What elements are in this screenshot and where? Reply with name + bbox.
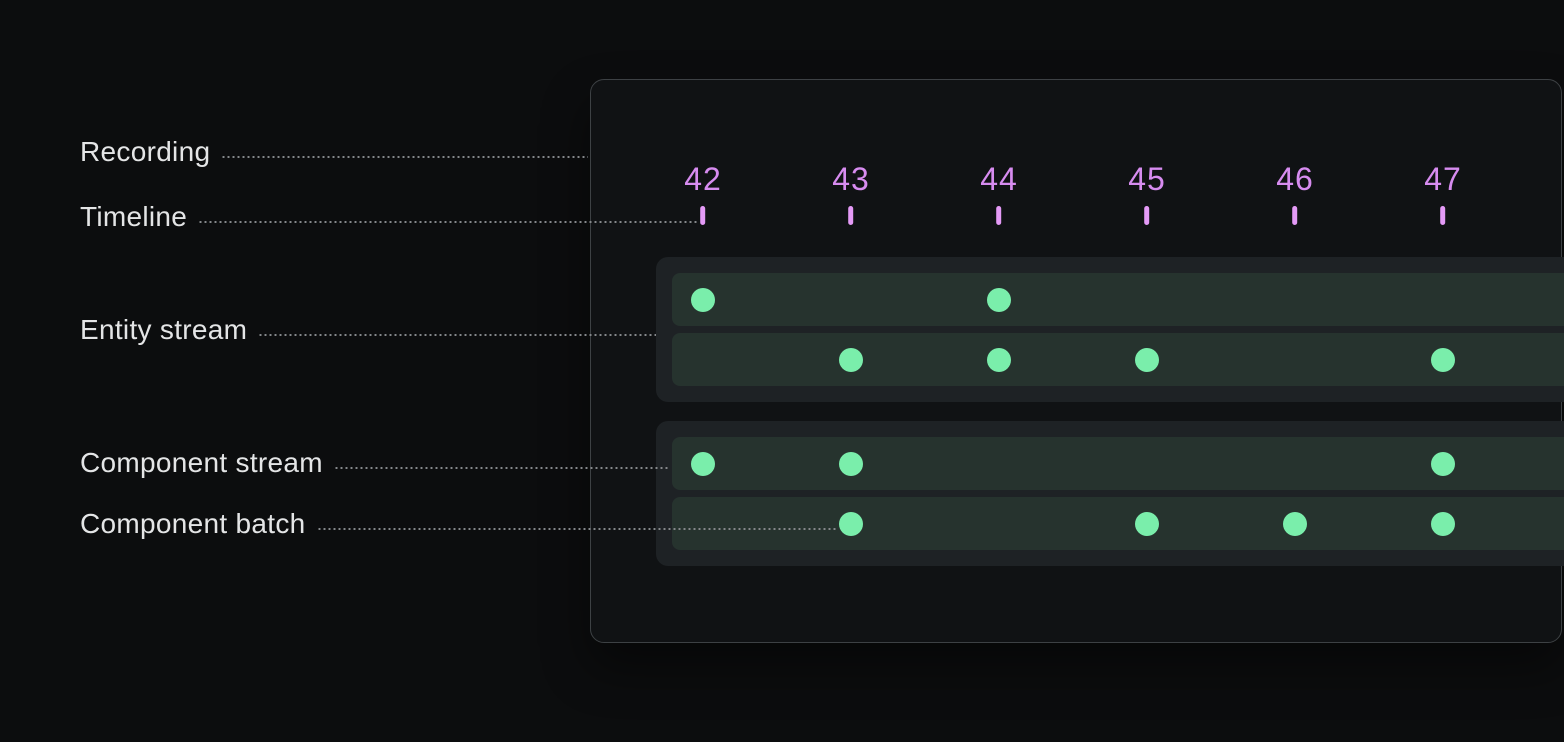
component-batch-dot-43 <box>839 347 863 372</box>
timeline-tick-label: 45 <box>1128 161 1166 197</box>
annotation-label-component-batch: Component batch <box>80 508 306 539</box>
timeline-tick-mark-icon <box>1292 206 1298 225</box>
component-stream-row-1 <box>672 437 1564 490</box>
timeline-tick-mark-icon <box>1144 206 1150 225</box>
component-batch-dot-46 <box>1283 511 1307 536</box>
annotation-entity-stream: Entity stream <box>80 312 656 348</box>
annotation-timeline: Timeline <box>80 199 697 235</box>
annotation-label-recording: Recording <box>80 136 211 167</box>
leader-line <box>221 156 588 158</box>
leader-line <box>198 221 697 223</box>
annotation-label-entity-stream: Entity stream <box>80 314 248 345</box>
timeline-tick-46: 46 <box>1276 162 1314 225</box>
component-stream-row-1 <box>672 273 1564 326</box>
timeline-tick-47: 47 <box>1424 162 1462 225</box>
component-stream-row-2 <box>672 497 1564 550</box>
timeline-tick-43: 43 <box>832 162 870 225</box>
timeline-tick-label: 47 <box>1424 161 1462 197</box>
annotation-recording: Recording <box>80 134 588 170</box>
component-batch-dot-44 <box>987 347 1011 372</box>
timeline-tick-42: 42 <box>684 162 722 225</box>
component-batch-dot-43 <box>839 511 863 536</box>
component-batch-dot-47 <box>1431 451 1455 476</box>
leader-line <box>316 528 838 530</box>
entity-stream-group-2 <box>656 421 1564 566</box>
component-stream-row-2 <box>672 333 1564 386</box>
component-batch-dot-43 <box>839 451 863 476</box>
annotation-component-batch: Component batch <box>80 506 838 542</box>
component-batch-dot-42 <box>691 287 715 312</box>
timeline-tick-mark-icon <box>700 206 706 225</box>
timeline-tick-label: 42 <box>684 161 722 197</box>
timeline-tick-44: 44 <box>980 162 1018 225</box>
timeline-tick-label: 46 <box>1276 161 1314 197</box>
leader-line <box>258 334 656 336</box>
timeline: 42 43 44 45 46 47 <box>0 162 1564 228</box>
annotation-component-stream: Component stream <box>80 445 668 481</box>
component-batch-dot-47 <box>1431 511 1455 536</box>
timeline-tick-45: 45 <box>1128 162 1166 225</box>
timeline-tick-mark-icon <box>996 206 1002 225</box>
component-batch-dot-45 <box>1135 511 1159 536</box>
entity-stream-group-1 <box>656 257 1564 402</box>
timeline-tick-label: 43 <box>832 161 870 197</box>
timeline-tick-mark-icon <box>848 206 854 225</box>
component-batch-dot-44 <box>987 287 1011 312</box>
annotation-label-component-stream: Component stream <box>80 447 323 478</box>
component-batch-dot-47 <box>1431 347 1455 372</box>
timeline-tick-label: 44 <box>980 161 1018 197</box>
annotation-label-timeline: Timeline <box>80 201 188 232</box>
leader-line <box>333 467 668 469</box>
component-batch-dot-42 <box>691 451 715 476</box>
timeline-tick-mark-icon <box>1440 206 1446 225</box>
component-batch-dot-45 <box>1135 347 1159 372</box>
